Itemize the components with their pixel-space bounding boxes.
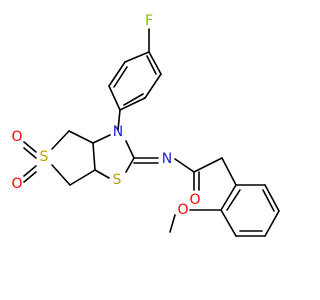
bond-c2-n xyxy=(125,140,135,159)
imine-nitrogen-atom: N xyxy=(162,151,172,167)
fluorine-atom: F xyxy=(145,13,153,29)
bond-s-c2 xyxy=(125,157,135,173)
bond-s-c6 xyxy=(51,164,71,186)
sulfone-oxygen-top: O xyxy=(11,129,22,145)
thiazole-sulfur-atom: S xyxy=(113,172,122,188)
bond-s-o2 xyxy=(23,165,37,177)
bond-s-o2-b xyxy=(23,171,37,183)
bond-o-ch3 xyxy=(169,214,176,233)
bond-ring-b1 xyxy=(220,184,237,211)
bond-ring-b5 xyxy=(264,184,280,212)
bond-c4-s xyxy=(51,130,70,150)
bond-c3a-c4 xyxy=(68,130,94,144)
bond-ring-b2 xyxy=(220,209,237,237)
molecule-structure: F N S S O O N O O xyxy=(11,13,280,237)
sulfone-oxygen-bottom: O xyxy=(11,176,22,192)
bonds xyxy=(23,28,280,237)
bond-s-o1-b xyxy=(23,147,37,159)
bond-ring-b4 xyxy=(264,210,280,237)
atom-labels: F N S S O O N O O xyxy=(11,13,200,218)
bond-ring-a2 xyxy=(108,61,126,87)
sulfone-sulfur-atom: S xyxy=(40,149,49,165)
bond-c-ch2 xyxy=(193,157,223,173)
bond-ring-a3 xyxy=(108,85,121,111)
bond-ring-a-inner1 xyxy=(113,66,128,88)
ring-nitrogen-atom: N xyxy=(113,124,123,140)
bond-ring-a5 xyxy=(144,73,162,99)
bond-ring-b-inner1 xyxy=(226,189,241,211)
bond-c6-c6a xyxy=(69,169,96,186)
carbonyl-oxygen-atom: O xyxy=(189,192,200,208)
bond-ring-a1 xyxy=(124,51,150,63)
bond-s-o1 xyxy=(23,141,37,153)
bond-nimine-cco xyxy=(174,158,195,173)
bond-c6a-s xyxy=(94,169,110,179)
bond-ring-a4 xyxy=(119,97,146,111)
bond-c3a-c6a xyxy=(92,142,96,171)
bond-n-c3a xyxy=(92,134,111,144)
methoxy-oxygen-atom: O xyxy=(177,202,188,218)
bond-ring-b-inner3 xyxy=(262,189,275,212)
bond-ch2-aryl xyxy=(221,157,237,186)
bond-ring-a6 xyxy=(148,51,162,75)
bond-aryl-n xyxy=(117,109,121,131)
molecule-canvas: F N S S O O N O O xyxy=(11,13,280,237)
bond-ring-a-inner3 xyxy=(146,55,157,75)
bond-ring-a-inner2 xyxy=(123,93,144,106)
